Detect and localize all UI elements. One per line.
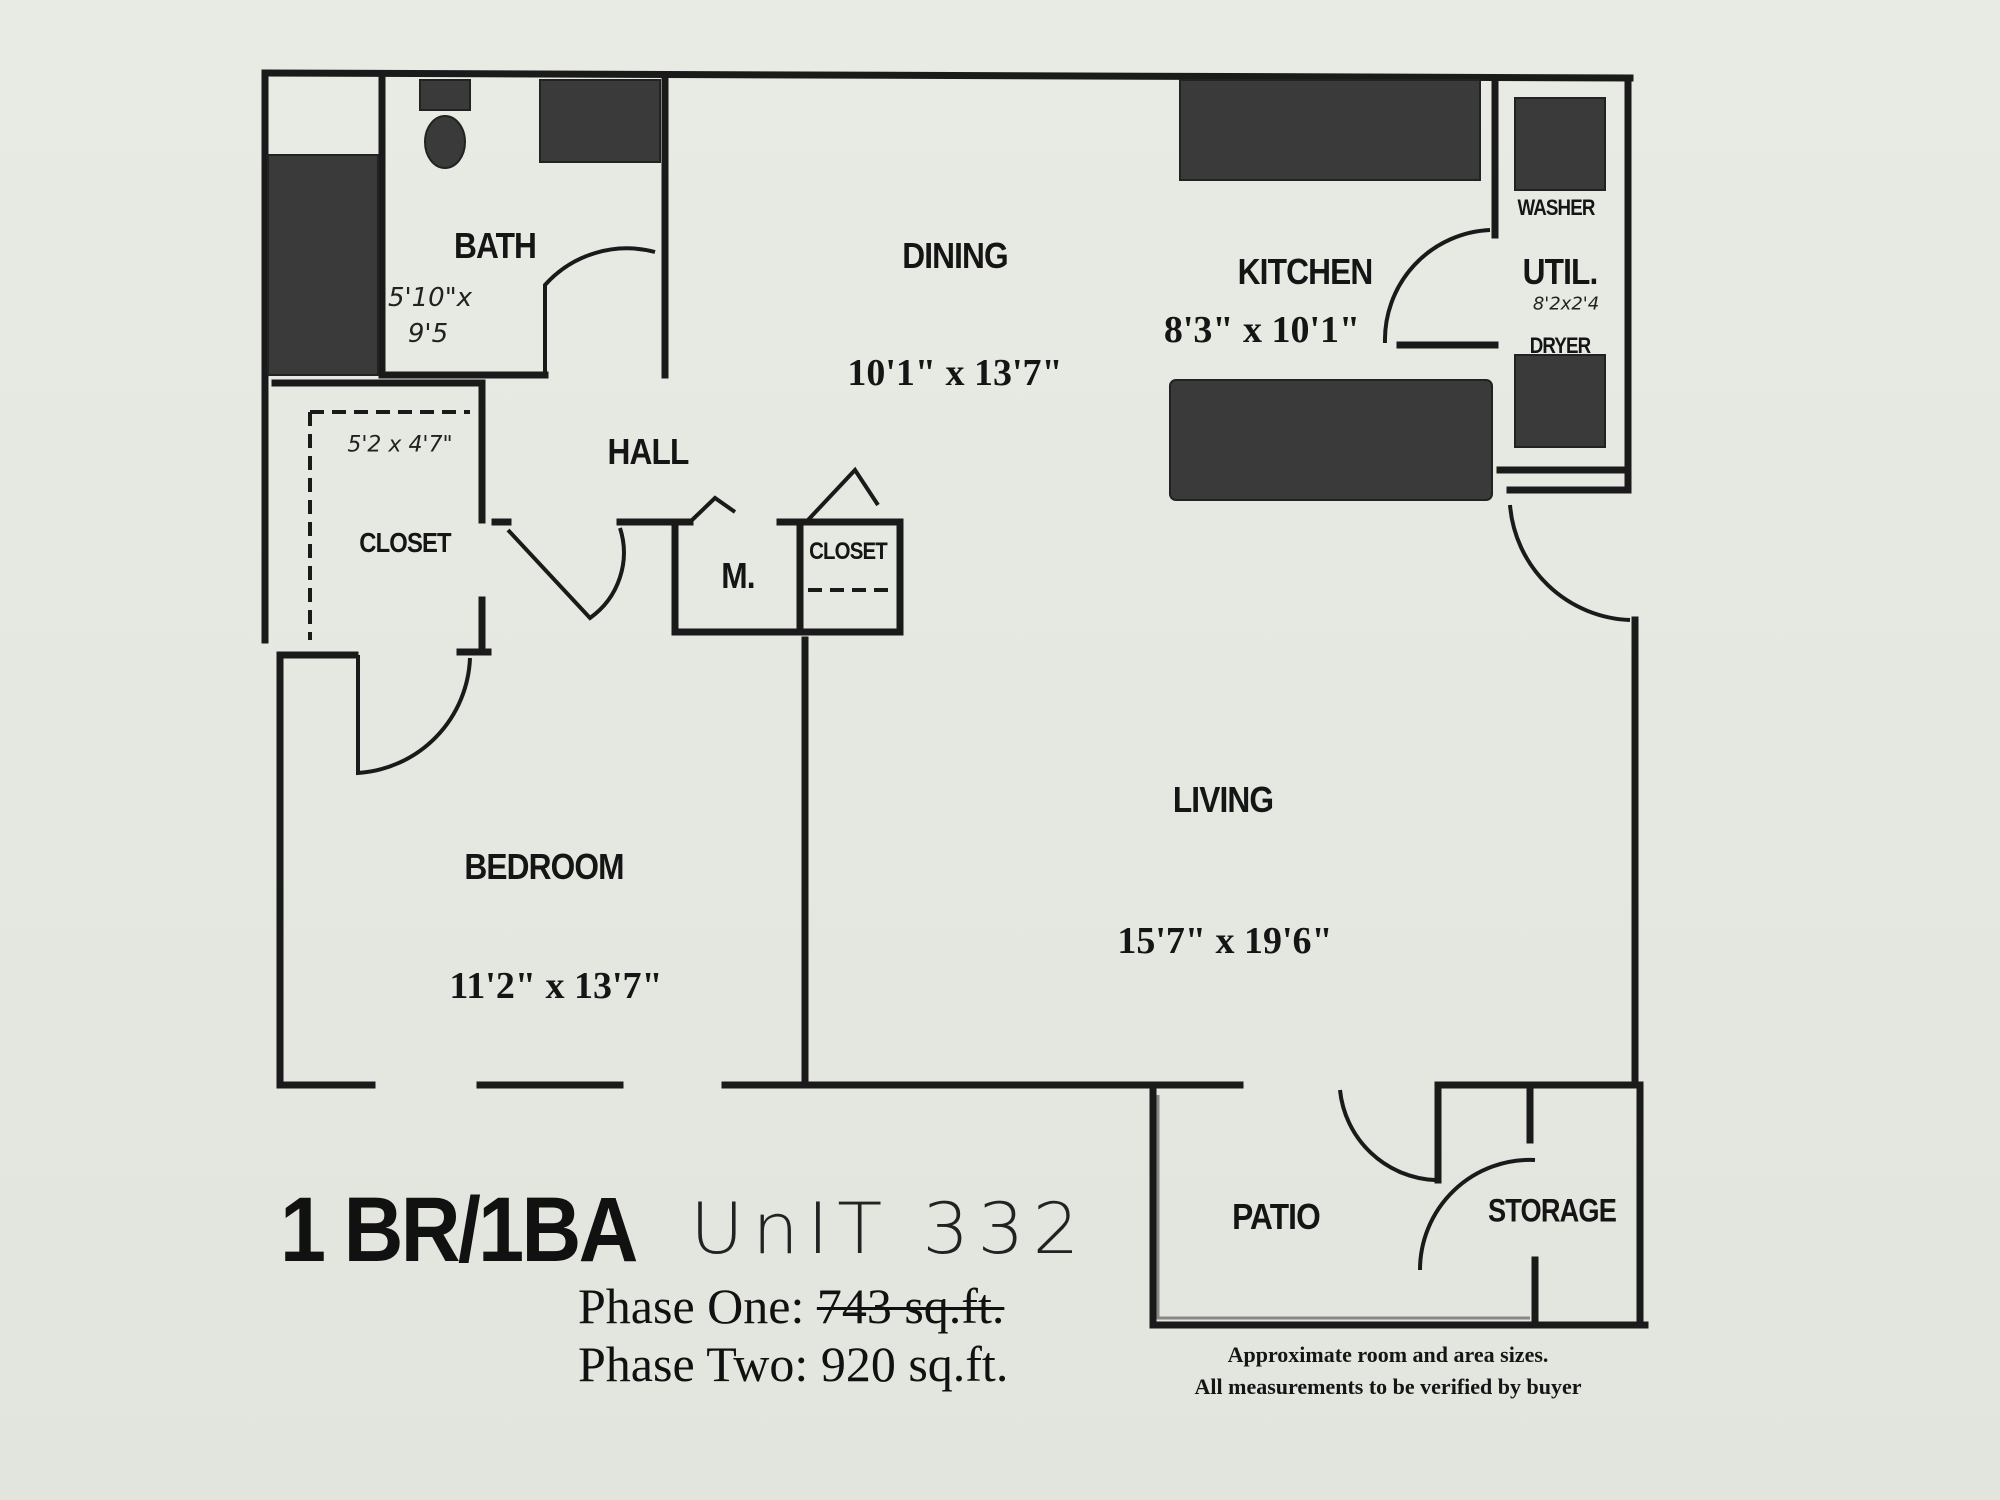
room-label-hall-closet: CLOSET — [809, 538, 887, 565]
room-label-living: LIVING — [1172, 779, 1274, 820]
bath-tub — [267, 154, 379, 376]
label-washer: WASHER — [1517, 195, 1596, 220]
room-label-util: UTIL. — [1522, 251, 1599, 292]
bath-counter — [539, 79, 661, 163]
room-label-kitchen: KITCHEN — [1237, 251, 1374, 292]
disclaimer-line-2: All measurements to be verified by buyer — [1194, 1374, 1582, 1399]
phase-two-row: Phase Two: 920 sq.ft. — [578, 1335, 1008, 1393]
unit-type-title: 1 BR/1BA — [280, 1179, 638, 1281]
wall-closet2 — [776, 518, 904, 636]
room-label-bedroom-closet: CLOSET — [359, 527, 451, 558]
door-m — [688, 495, 737, 524]
util-dims-handwritten: 8'2x2'4 — [1532, 293, 1600, 315]
phase-one-row: Phase One: 743 sq.ft. — [578, 1277, 1004, 1335]
kitchen-dimensions: 8'3" x 10'1" — [1163, 309, 1361, 351]
room-label-hall: HALL — [607, 431, 690, 472]
door-bath — [543, 246, 656, 375]
door-storage — [1417, 1157, 1536, 1271]
room-label-m: M. — [721, 555, 755, 596]
kitchen-upper-cabinets — [1179, 79, 1481, 181]
phase-one-label: Phase One: — [578, 1278, 805, 1334]
phase-two-label: Phase Two: — [578, 1336, 809, 1392]
bath-dims-handwritten-2: 9'5 — [407, 319, 449, 349]
washer — [1514, 97, 1606, 191]
dining-dimensions: 10'1" x 13'7" — [847, 352, 1063, 394]
wall-m-box — [671, 518, 804, 636]
room-label-patio: PATIO — [1232, 1196, 1321, 1237]
room-label-bath: BATH — [453, 225, 537, 266]
door-closet2 — [806, 466, 880, 522]
door-patio — [1338, 1089, 1436, 1182]
closet-dims-handwritten: 5'2 x 4'7" — [347, 432, 453, 458]
unit-number-handwritten: UnIT 332 — [690, 1188, 1088, 1270]
bath-dims-handwritten-1: 5'10"x — [387, 283, 473, 313]
dryer — [1514, 354, 1606, 448]
wall-top — [261, 69, 1634, 82]
room-label-storage: STORAGE — [1487, 1192, 1617, 1229]
door-closet — [356, 655, 472, 776]
disclaimer-line-1: Approximate room and area sizes. — [1227, 1342, 1549, 1367]
door-util — [1382, 228, 1491, 344]
kitchen-island — [1169, 379, 1493, 501]
bedroom-dimensions: 11'2" x 13'7" — [449, 965, 663, 1007]
door-hall — [506, 527, 626, 621]
label-dryer: DRYER — [1529, 333, 1591, 358]
bath-toilet-tank — [419, 79, 471, 111]
patio-rail — [1156, 1095, 1530, 1320]
living-dimensions: 15'7" x 19'6" — [1117, 920, 1333, 962]
phase-two-value: 920 sq.ft. — [820, 1336, 1009, 1392]
phase-one-value: 743 sq.ft. — [816, 1278, 1005, 1334]
bath-toilet — [424, 115, 466, 169]
door-living — [1508, 504, 1631, 622]
room-label-bedroom: BEDROOM — [464, 846, 624, 887]
room-label-dining: DINING — [902, 235, 1008, 276]
